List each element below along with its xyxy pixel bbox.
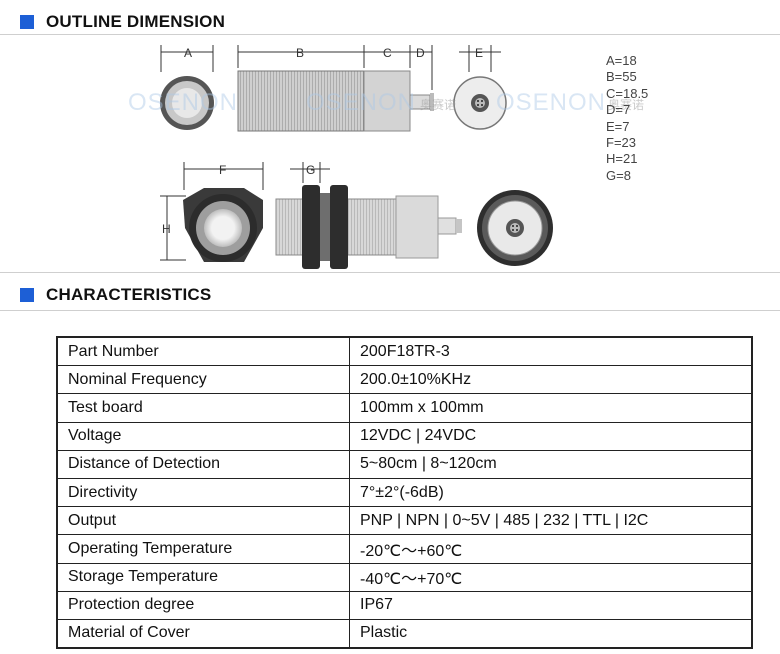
- rear-face-view: [453, 76, 507, 130]
- spec-value: Plastic: [349, 618, 753, 649]
- outline-dimension-header: OUTLINE DIMENSION: [20, 12, 225, 32]
- watermark-chinese: 奥赛诺: [420, 98, 457, 112]
- dimension-value: E=7: [606, 118, 630, 134]
- divider: [0, 272, 780, 273]
- spec-value: PNP | NPN | 0~5V | 485 | 232 | TTL | I2C: [349, 506, 753, 536]
- spec-label: Operating Temperature: [56, 534, 350, 564]
- side-body-view: [237, 70, 434, 132]
- dim-label-e: E: [475, 46, 483, 60]
- characteristics-header: CHARACTERISTICS: [20, 285, 211, 305]
- dim-label-f: F: [219, 163, 226, 177]
- dimension-value: B=55: [606, 69, 637, 85]
- dimension-h: [160, 195, 186, 261]
- spec-value: 200F18TR-3: [349, 336, 753, 367]
- spec-value: IP67: [349, 590, 753, 620]
- spec-label: Material of Cover: [56, 618, 350, 649]
- table-row: Storage Temperature-40℃～+70℃: [56, 562, 753, 592]
- watermark-brand: OSENON: [128, 89, 239, 116]
- dimension-value: C=18.5: [606, 85, 649, 101]
- watermark-brand: OSENON: [496, 89, 607, 116]
- dimension-value: G=8: [606, 167, 631, 183]
- spec-value: 7°±2°(-6dB): [349, 477, 753, 508]
- spec-label: Storage Temperature: [56, 562, 350, 592]
- dimension-legend: A=18 B=55 C=18.5 D=7 E=7 F=23 H=21 G=8: [606, 53, 648, 184]
- dimension-e: [459, 45, 501, 72]
- spec-label: Directivity: [56, 477, 350, 508]
- spec-label: Protection degree: [56, 590, 350, 620]
- dimension-a: [160, 45, 214, 72]
- watermark-chinese: 奥赛诺: [608, 98, 645, 112]
- table-row: Operating Temperature-20℃～+60℃: [56, 534, 753, 564]
- spec-value: 12VDC | 24VDC: [349, 421, 753, 451]
- spec-value: 5~80cm | 8~120cm: [349, 449, 753, 479]
- section-marker-icon: [20, 15, 34, 29]
- spec-label: Part Number: [56, 336, 350, 367]
- watermark-brand: OSENON: [306, 89, 417, 116]
- spec-label: Distance of Detection: [56, 449, 350, 479]
- spec-label: Test board: [56, 393, 350, 423]
- divider: [0, 310, 780, 311]
- dim-label-d: D: [416, 46, 425, 60]
- dim-label-c: C: [383, 46, 392, 60]
- dimension-g: [290, 162, 330, 183]
- section-title-characteristics: CHARACTERISTICS: [46, 285, 212, 304]
- spec-value: 100mm x 100mm: [349, 393, 753, 423]
- spec-value: -20℃～+60℃: [349, 534, 753, 564]
- dimension-value: H=21: [606, 151, 638, 167]
- spec-label: Output: [56, 506, 350, 536]
- dimension-value: A=18: [606, 53, 637, 68]
- dim-label-a: A: [184, 46, 192, 60]
- dimension-value: F=23: [606, 135, 636, 151]
- dimension-f: [183, 162, 264, 190]
- front-face-view: [160, 76, 214, 130]
- side-body-with-nuts: [275, 185, 462, 269]
- spec-value: 200.0±10%KHz: [349, 365, 753, 395]
- rear-nut-view: [477, 190, 553, 266]
- spec-label: Voltage: [56, 421, 350, 451]
- dim-label-h: H: [162, 222, 171, 236]
- section-marker-icon: [20, 288, 34, 302]
- nut-front-view: [183, 188, 263, 262]
- dim-label-g: G: [306, 163, 315, 177]
- dimension-value: D=7: [606, 102, 631, 118]
- outline-drawing: A B C D E: [160, 45, 553, 269]
- dimension-bcd: [237, 45, 433, 90]
- divider: [0, 34, 780, 35]
- dim-label-b: B: [296, 46, 304, 60]
- spec-label: Nominal Frequency: [56, 365, 350, 395]
- spec-value: -40℃～+70℃: [349, 562, 753, 592]
- section-title-outline: OUTLINE DIMENSION: [46, 12, 226, 31]
